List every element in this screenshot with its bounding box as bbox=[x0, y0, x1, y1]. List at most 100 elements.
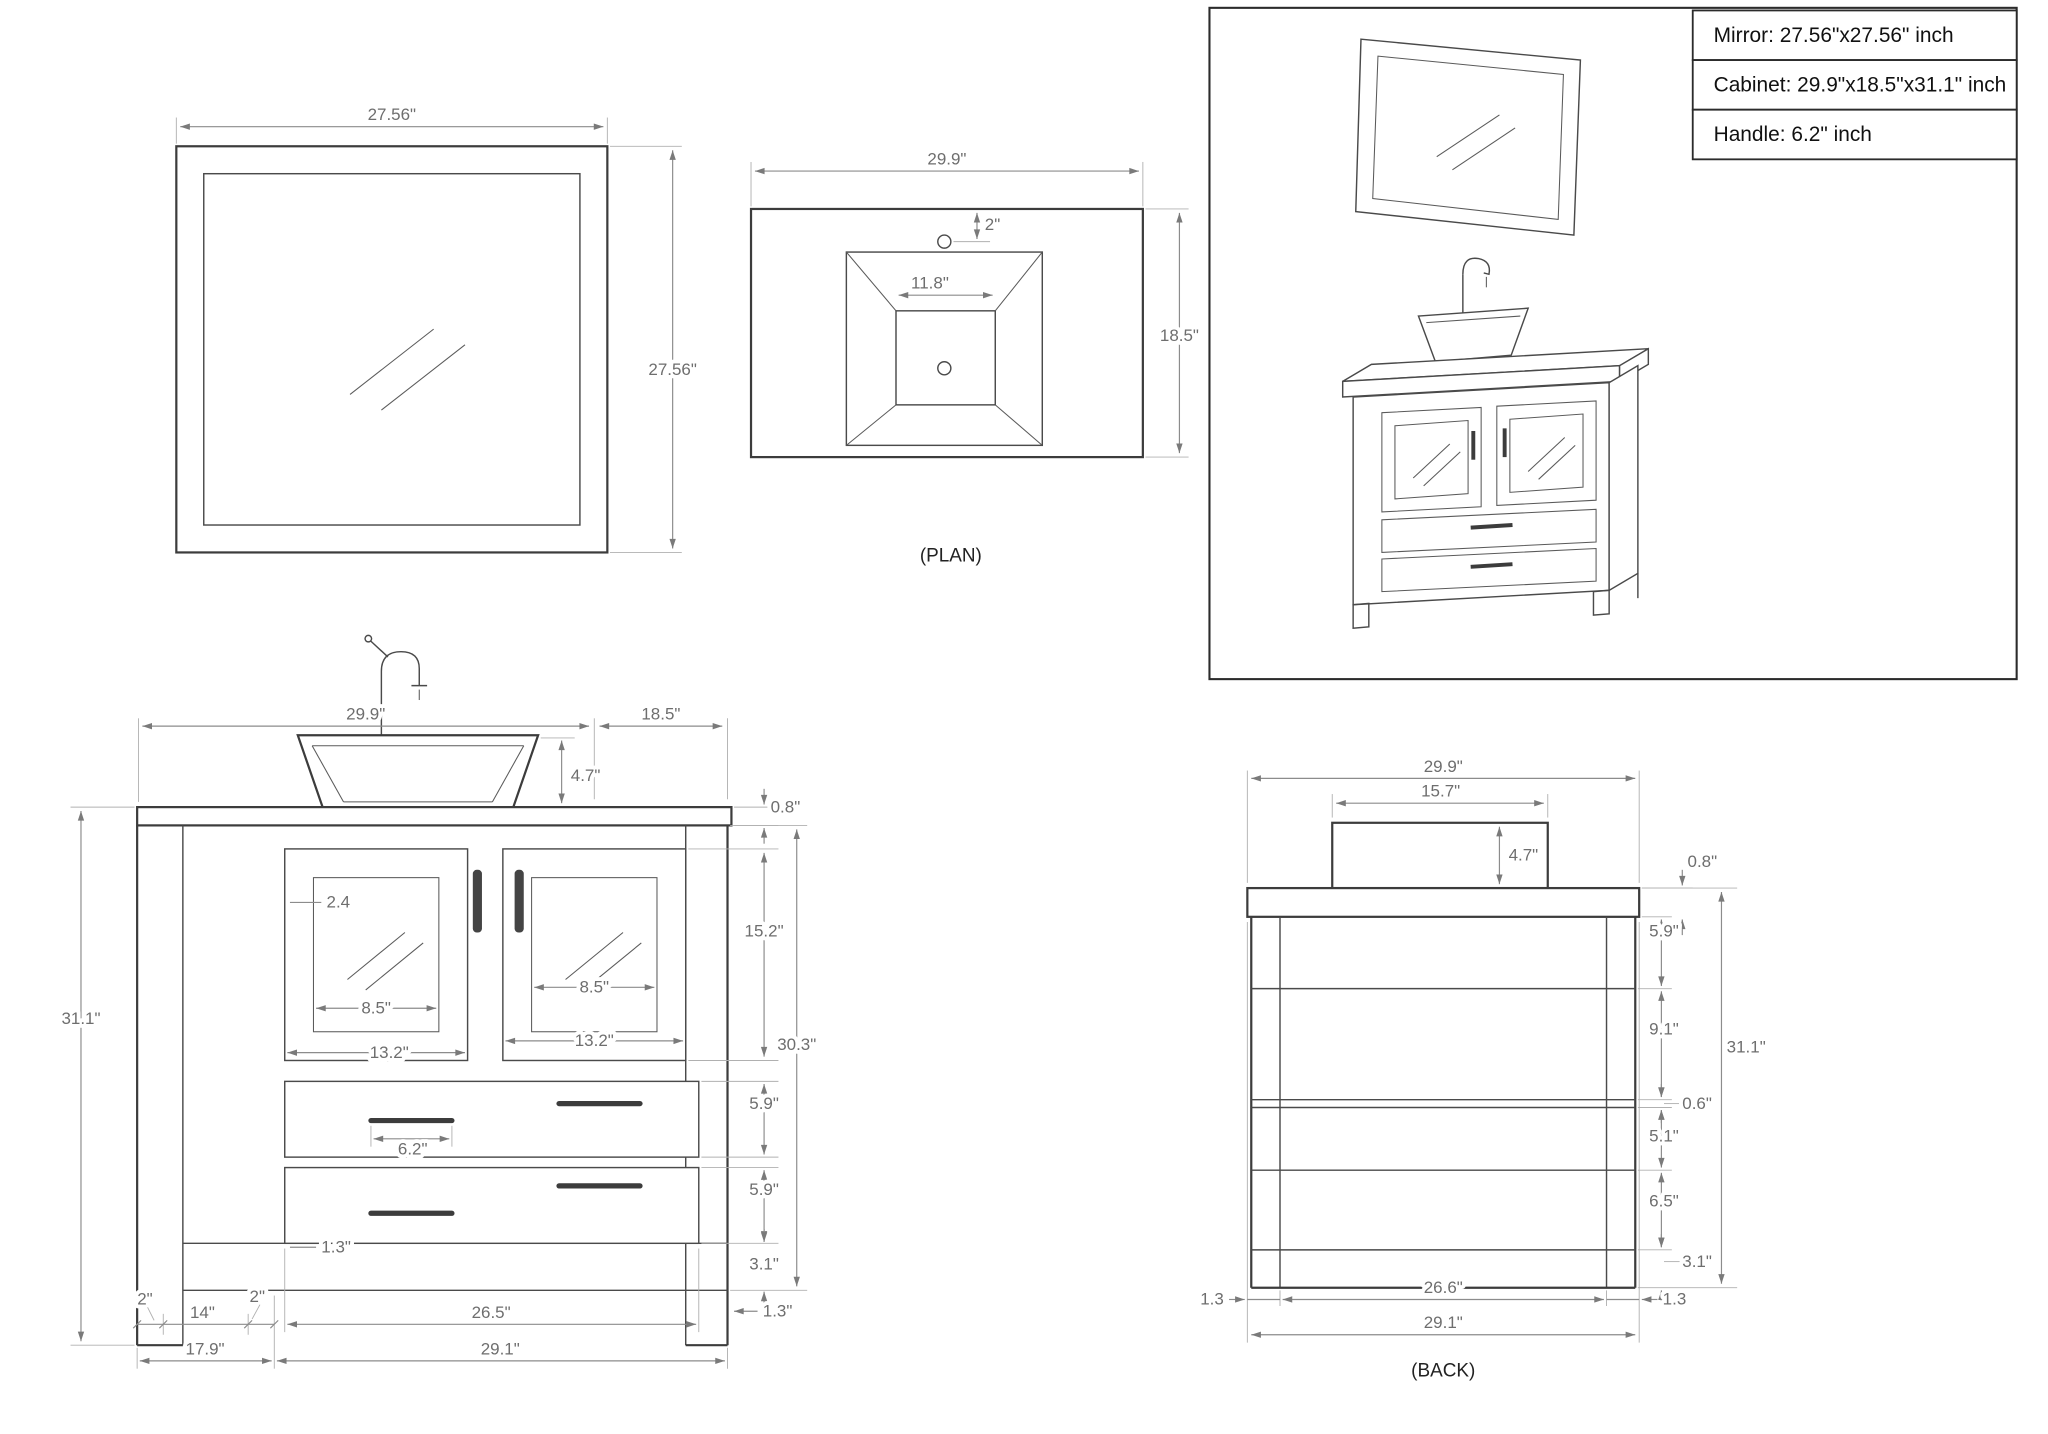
faucet-hole bbox=[937, 234, 952, 249]
front-dimensions: 31.1" 29.9" 18.5" 4.7" 0.8" 2.4 bbox=[58, 701, 820, 1369]
dim-mirror-height: 27.56" bbox=[648, 360, 697, 379]
vessel-bowl bbox=[491, 745, 525, 803]
iso-drawer-handle bbox=[1470, 562, 1513, 569]
door-handle-left bbox=[472, 869, 482, 933]
dim-leg-back: 2" bbox=[250, 1287, 265, 1306]
iso-leg bbox=[1352, 602, 1370, 629]
front-view: 31.1" 29.9" 18.5" 4.7" 0.8" 2.4 bbox=[58, 634, 820, 1369]
glass-mark bbox=[1527, 437, 1566, 472]
dim-drawer2-height: 5.9" bbox=[749, 1180, 779, 1199]
iso-door-right bbox=[1496, 400, 1597, 506]
dim-leg-left: 1.3 bbox=[1200, 1290, 1224, 1309]
dim-base-rail: 3.1" bbox=[749, 1254, 779, 1273]
iso-door-right-glass bbox=[1509, 413, 1584, 493]
dim-side-depth: 17.9" bbox=[186, 1339, 225, 1358]
countertop-plan bbox=[749, 207, 1144, 459]
dim-cabinet-depth: 18.5" bbox=[641, 705, 680, 724]
dim-back-counter: 0.8" bbox=[1688, 852, 1718, 871]
mirror-glass-mark bbox=[349, 328, 434, 395]
glass-mark bbox=[1452, 127, 1516, 171]
dim-overall-width: 29.1" bbox=[481, 1339, 520, 1358]
tick bbox=[269, 1319, 279, 1329]
tick bbox=[243, 1319, 253, 1329]
iso-body-side bbox=[1608, 364, 1639, 592]
legend-handle: Handle: 6.2" inch bbox=[1714, 123, 1872, 146]
iso-drawer-bottom bbox=[1381, 547, 1597, 593]
dim-door-height: 15.2" bbox=[745, 921, 784, 940]
iso-mirror-glass bbox=[1372, 55, 1564, 220]
dim-door-width-left: 13.2" bbox=[370, 1043, 409, 1062]
tick bbox=[132, 1319, 142, 1329]
dim-back-overall-width: 29.1" bbox=[1424, 1313, 1463, 1332]
mirror-dimensions: 27.56" 27.56" bbox=[175, 101, 701, 553]
spec-legend: Mirror: 27.56"x27.56" inch Cabinet: 29.9… bbox=[1691, 9, 2018, 161]
dim-back-width: 29.9" bbox=[1424, 757, 1463, 776]
back-caption: (BACK) bbox=[1411, 1361, 1475, 1382]
dim-leg-right: 1.3 bbox=[1663, 1290, 1687, 1309]
sink-outer bbox=[845, 251, 1044, 447]
dim-back-total-height: 31.1" bbox=[1727, 1038, 1766, 1057]
plan-dimensions: 29.9" 2" 11.8" 18.5" bbox=[750, 146, 1203, 458]
sink-inner bbox=[895, 310, 996, 406]
plan-caption: (PLAN) bbox=[920, 546, 982, 567]
sink-corner bbox=[994, 404, 1043, 446]
plan-view: 29.9" 2" 11.8" 18.5" (PLAN) bbox=[749, 146, 1203, 567]
iso-door-left bbox=[1381, 406, 1482, 513]
dim-leg-spacing: 14" bbox=[190, 1303, 215, 1322]
iso-drawer-top bbox=[1381, 508, 1597, 553]
legend-cell bbox=[1691, 59, 2018, 111]
iso-vanity bbox=[1341, 257, 1650, 629]
door-left bbox=[284, 848, 469, 1062]
dim-mid-panel: 5.1" bbox=[1649, 1126, 1679, 1145]
door-right-glass bbox=[531, 877, 658, 1033]
legend-cabinet: Cabinet: 29.9"x18.5"x31.1" inch bbox=[1714, 73, 2007, 96]
legend-cell bbox=[1691, 9, 2018, 61]
dim-basin-width: 11.8" bbox=[911, 274, 949, 293]
dim-faucet-offset: 2" bbox=[985, 215, 1000, 234]
drawer-bottom bbox=[284, 1166, 700, 1245]
dim-platform-width: 15.7" bbox=[1421, 782, 1460, 801]
glass-mark bbox=[565, 932, 624, 980]
door-right bbox=[502, 848, 687, 1062]
countertop-back bbox=[1246, 886, 1641, 918]
dim-door-frame: 2.4 bbox=[327, 893, 351, 912]
iso-vessel-rim bbox=[1426, 315, 1521, 324]
back-view: 29.9" 15.7" 4.7" 0.8" 5.9" 9.1" bbox=[1196, 753, 1770, 1382]
drain-hole bbox=[937, 361, 952, 376]
glass-mark bbox=[1538, 444, 1576, 480]
tick bbox=[158, 1319, 168, 1329]
dim-total-height: 31.1" bbox=[61, 1009, 100, 1028]
dim-glass-right: 8.5" bbox=[579, 978, 609, 997]
leader-line bbox=[147, 1307, 155, 1321]
dim-rail-inset: 1.3" bbox=[321, 1237, 351, 1256]
dim-plan-depth: 18.5" bbox=[1160, 326, 1199, 345]
iso-leg bbox=[1592, 589, 1610, 616]
dim-glass-left: 8.5" bbox=[361, 998, 391, 1017]
dim-bottom-rail: 3.1" bbox=[1682, 1252, 1712, 1271]
back-dimensions: 29.9" 15.7" 4.7" 0.8" 5.9" 9.1" bbox=[1196, 753, 1770, 1343]
dim-mirror-width: 27.56" bbox=[368, 105, 417, 124]
dim-door-width-right: 13.2" bbox=[575, 1031, 614, 1050]
mirror-front-view: 27.56" 27.56" bbox=[175, 101, 701, 554]
dim-body-height: 30.3" bbox=[777, 1035, 816, 1054]
sink-corner bbox=[846, 404, 897, 446]
vessel-bowl bbox=[311, 745, 344, 803]
glass-mark bbox=[1423, 451, 1461, 487]
faucet-lever bbox=[370, 640, 389, 658]
glass-mark bbox=[583, 942, 642, 991]
dim-inner-width: 26.5" bbox=[472, 1303, 511, 1322]
dim-toe-offset: 1.3" bbox=[763, 1301, 793, 1320]
sink-corner bbox=[994, 251, 1043, 312]
iso-drawer-handle bbox=[1470, 523, 1513, 530]
dim-platform-height: 4.7" bbox=[1509, 846, 1539, 865]
dim-plan-width: 29.9" bbox=[927, 150, 966, 169]
iso-door-left-glass bbox=[1394, 419, 1469, 500]
door-handle-right bbox=[514, 869, 524, 933]
dim-lower-opening: 6.5" bbox=[1649, 1192, 1679, 1211]
iso-mirror-frame bbox=[1355, 38, 1582, 236]
leader-line bbox=[251, 1304, 261, 1320]
dim-drawer1-height: 5.9" bbox=[749, 1094, 779, 1113]
faucet-body bbox=[380, 650, 420, 736]
